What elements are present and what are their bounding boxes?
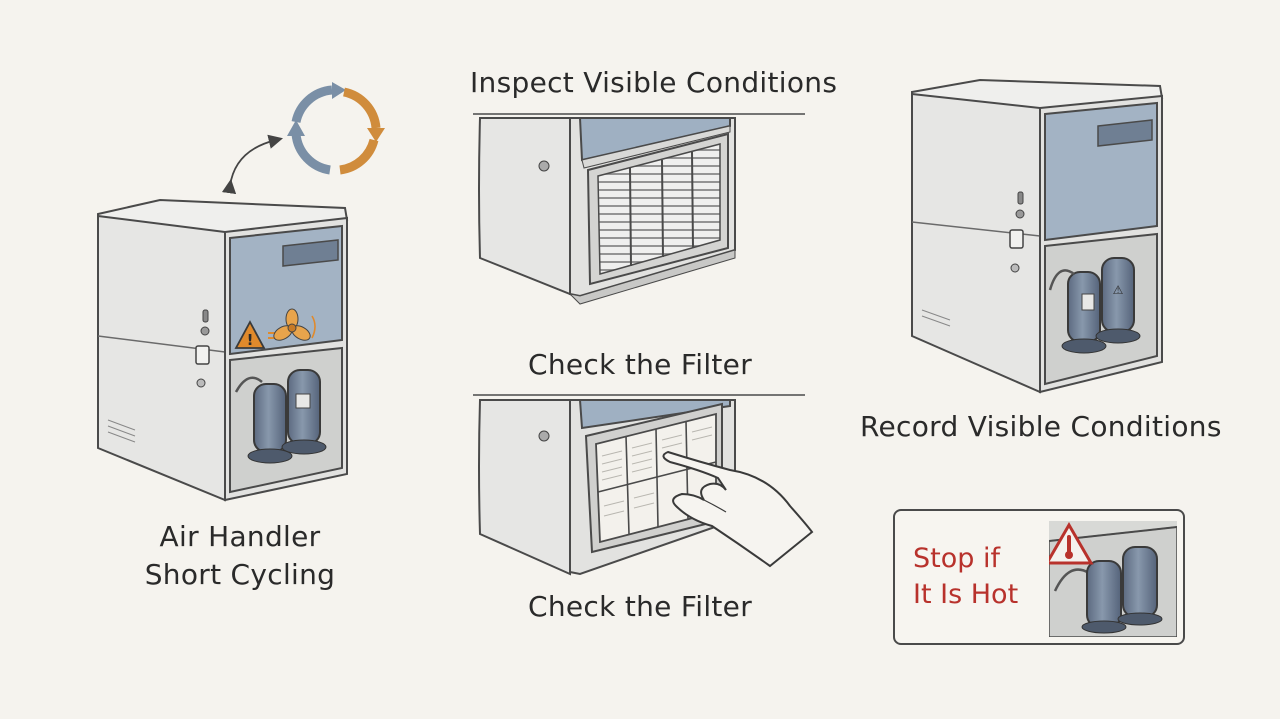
cycle-arrows-icon [287,82,385,175]
record-unit: ⚠ [911,78,1164,394]
inspect-label: Inspect Visible Conditions [470,66,838,99]
warning-line1: Stop if [913,543,1000,574]
warning-text: Stop if It Is Hot [913,541,1018,613]
hand-icon [662,450,814,568]
unit-title: Air Handler Short Cycling [110,518,370,594]
compressor [281,369,327,455]
svg-text:!: ! [247,331,254,349]
compressor [1061,271,1107,354]
warning-triangle-icon: ! [234,320,266,349]
svg-text:⚠: ⚠ [1113,283,1124,297]
unit-title-line2: Short Cycling [144,558,336,591]
check-filter-label-top: Check the Filter [527,348,753,381]
hot-compressor-thumbnail [1049,521,1177,637]
fan-icon [273,308,311,341]
air-handler-unit: ! [97,198,349,502]
stop-if-hot-callout: Stop if It Is Hot [893,509,1185,645]
thermometer-warning-icon [1049,522,1094,565]
check-filter-label-bottom: Check the Filter [527,590,753,623]
record-label: Record Visible Conditions [860,410,1222,443]
unit-title-line1: Air Handler [159,520,321,553]
compressor [247,383,293,464]
inspect-closeup [473,113,805,305]
filter-closeup [473,394,814,576]
link-arrow-icon [221,134,283,195]
compressor: ⚠ [1095,257,1141,344]
warning-line2: It Is Hot [913,579,1019,610]
